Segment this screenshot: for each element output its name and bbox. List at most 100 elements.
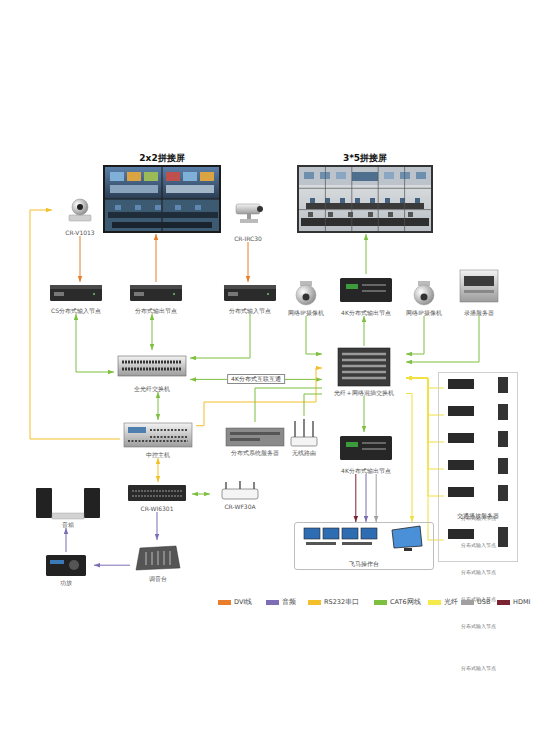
video-wall-3x5 bbox=[400, 172, 410, 179]
box-camera bbox=[257, 206, 263, 212]
operator-console bbox=[392, 526, 422, 548]
video-wall-3x5 bbox=[384, 172, 394, 179]
legend-swatch bbox=[266, 600, 279, 605]
legend-text: 光纤 bbox=[444, 598, 458, 606]
video-wall-2x2 bbox=[144, 172, 158, 181]
dome-camera bbox=[296, 285, 316, 305]
node-device bbox=[50, 285, 102, 301]
console-box: 飞马操作台 bbox=[294, 522, 434, 570]
video-wall-2x2 bbox=[110, 172, 124, 181]
dome-camera bbox=[414, 285, 434, 305]
device-label: 4K分布式输出节点 bbox=[332, 467, 400, 474]
playback-server-row bbox=[448, 406, 474, 416]
ptz-camera bbox=[77, 204, 83, 210]
mixer bbox=[136, 546, 180, 570]
recording-server bbox=[460, 270, 498, 302]
device-node: 音箱 bbox=[30, 486, 106, 528]
device-node: CS分布式输入节点 bbox=[36, 282, 116, 314]
device-label: 调音台 bbox=[130, 575, 186, 582]
node-device bbox=[130, 285, 182, 301]
signal-wire bbox=[366, 474, 367, 522]
fiber-switch bbox=[122, 362, 182, 369]
device-label: 分布式输入节点 bbox=[208, 307, 292, 314]
node-device bbox=[224, 285, 276, 301]
output-node-device bbox=[346, 284, 358, 289]
signal-wire bbox=[157, 512, 158, 540]
control-host bbox=[128, 427, 146, 433]
device-node: 4K分布式输出节点 bbox=[332, 274, 400, 316]
legend-swatch bbox=[374, 600, 387, 605]
input-node: 分布式输入节点 bbox=[444, 403, 512, 427]
video-wall-2x2 bbox=[112, 222, 212, 228]
input-node: 分布式输入节点 bbox=[444, 526, 512, 554]
node-device bbox=[130, 285, 182, 289]
video-wall-3x5 bbox=[299, 167, 431, 231]
playback-server-row bbox=[498, 527, 508, 547]
video-wall-3x5 bbox=[352, 172, 378, 181]
signal-wire bbox=[255, 388, 322, 422]
video-wall-3x5 bbox=[355, 198, 360, 203]
device-node: 录播服务器 bbox=[452, 266, 506, 316]
playback-server-row bbox=[498, 458, 508, 474]
legend-item: 光纤 bbox=[428, 598, 458, 606]
node-device bbox=[54, 292, 64, 296]
operator-console bbox=[361, 528, 377, 539]
legend-item: HDMI bbox=[497, 598, 530, 606]
input-node: 分布式输入节点 bbox=[444, 430, 512, 454]
mixer bbox=[146, 551, 170, 565]
signal-wire bbox=[80, 236, 81, 282]
amplifier bbox=[50, 560, 64, 564]
input-node: 分布式输入节点 bbox=[444, 484, 512, 508]
device-node: 功放 bbox=[38, 552, 94, 586]
video-wall-3x5 bbox=[348, 212, 353, 217]
signal-wire bbox=[406, 316, 479, 362]
signal-wire bbox=[406, 394, 412, 523]
hybrid-switch-chassis bbox=[342, 354, 386, 378]
device-node: 全光纤交换机 bbox=[114, 350, 190, 392]
video-wall-3x5 bbox=[308, 212, 313, 217]
playback-server-row bbox=[498, 404, 508, 420]
video-wall-3x5 bbox=[297, 165, 433, 233]
legend-swatch bbox=[461, 600, 474, 605]
amplifier bbox=[69, 560, 79, 570]
video-wall-2x2 bbox=[175, 205, 181, 210]
screen-heading: 2x2拼接屏 bbox=[100, 152, 224, 164]
device-node: CR-IRC30 bbox=[212, 200, 284, 242]
video-wall-2x2 bbox=[103, 165, 221, 233]
device-label: 分布式输入节点 bbox=[444, 542, 512, 548]
wire-label: 4K分布式互联互通 bbox=[227, 374, 285, 384]
playback-server-row bbox=[448, 529, 474, 539]
device-label: CR-WI6301 bbox=[122, 505, 192, 512]
video-wall-3x5 bbox=[388, 212, 393, 217]
device-label: 网络IP摄像机 bbox=[400, 309, 448, 316]
video-wall-3x5 bbox=[370, 198, 375, 203]
amplifier bbox=[46, 555, 86, 576]
device-node: 无线路由 bbox=[284, 416, 324, 456]
legend-text: USB bbox=[477, 598, 490, 606]
operator-console bbox=[342, 528, 358, 539]
signal-wire bbox=[366, 234, 367, 274]
signal-wire bbox=[30, 210, 120, 439]
legend-swatch bbox=[497, 600, 510, 605]
video-wall: 3*5拼接屏 bbox=[296, 152, 434, 234]
node-device bbox=[93, 293, 95, 295]
playback-server-row bbox=[448, 460, 474, 470]
system-server bbox=[226, 428, 284, 446]
playback-server-row bbox=[448, 377, 508, 547]
video-wall-2x2 bbox=[183, 172, 197, 181]
signal-wire bbox=[364, 316, 365, 346]
video-wall-2x2 bbox=[195, 205, 201, 210]
dome-camera bbox=[421, 294, 428, 301]
legend-item: CAT6网线 bbox=[374, 598, 421, 606]
legend-swatch bbox=[218, 600, 231, 605]
signal-wire bbox=[94, 565, 130, 566]
signal-wire bbox=[152, 314, 153, 350]
device-label: 录播服务器 bbox=[452, 309, 506, 316]
wireless-router bbox=[222, 419, 317, 499]
video-wall-3x5 bbox=[385, 198, 390, 203]
node-device bbox=[267, 293, 269, 295]
device-label: 光纤+网络混插交换机 bbox=[322, 389, 406, 396]
device-label: 分布式输入节点 bbox=[444, 623, 512, 629]
